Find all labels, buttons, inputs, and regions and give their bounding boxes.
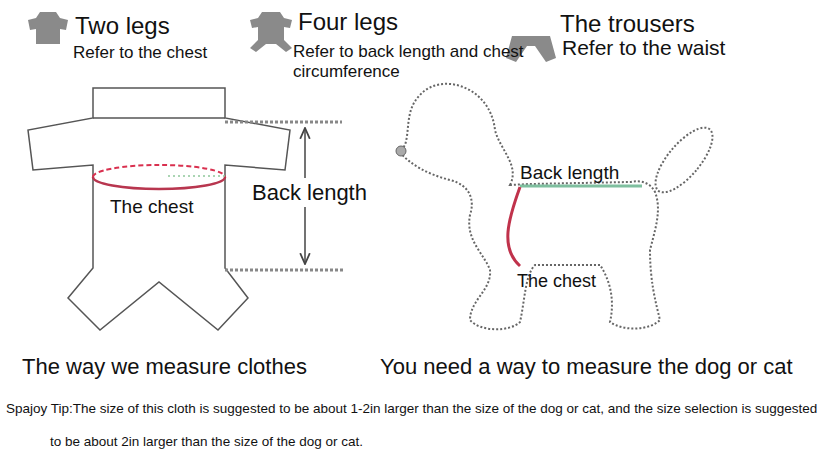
bottom-measure-line [225,269,345,272]
chest-ellipse-back [93,165,225,177]
top-measure-line [225,121,342,124]
dimension-label: Back length [249,178,370,207]
four-legs-icon [250,12,292,52]
dog-outline [400,84,660,329]
icon-note: Refer to back length and chest circumfer… [293,42,525,81]
tip-note: Spajoy Tip:The size of this cloth is sug… [6,393,818,458]
dog-tail [646,119,722,201]
two-legs-icon [28,12,68,44]
icon-title: Two legs [75,12,170,40]
dimension-label: Back length [520,162,619,184]
dog-chest-line [508,187,520,266]
part-label: The chest [110,196,193,218]
dog-back-length [520,185,642,188]
caption-label: The way we measure clothes [22,354,307,379]
garment-outline [28,88,290,330]
chest-guide [168,175,225,177]
icon-title: The trousers [560,10,695,38]
collar-line [93,117,225,119]
chest-ellipse-front [93,177,225,189]
dog-nose [396,146,406,156]
part-label: The chest [517,271,596,292]
icon-note: Refer to the waist [562,36,725,60]
caption-label: You need a way to measure the dog or cat [380,354,793,379]
icon-note: Refer to the chest [73,43,207,63]
icon-title: Four legs [298,8,398,36]
